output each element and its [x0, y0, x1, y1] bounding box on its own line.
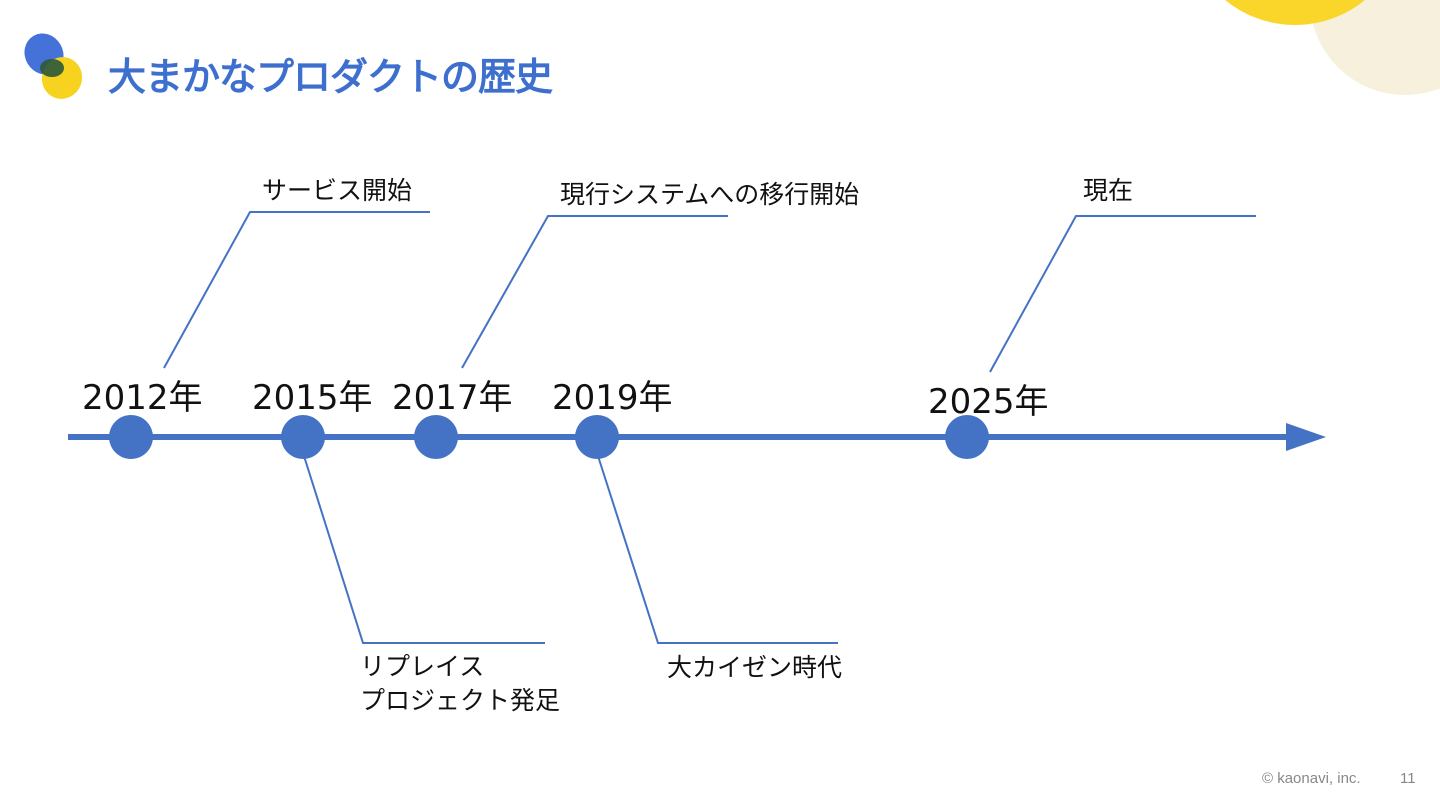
corner-yellow-circle	[1225, 0, 1365, 25]
year-label-2025: 2025年	[928, 382, 1049, 422]
milestone-dot-2019	[575, 415, 619, 459]
milestone-dot-2025	[945, 415, 989, 459]
milestone-dot-2012	[109, 415, 153, 459]
corner-cream-circle	[1310, 0, 1440, 95]
year-label-2012: 2012年	[82, 378, 203, 418]
event-label-2012: サービス開始	[262, 176, 413, 205]
leader-line-2025	[989, 215, 1256, 373]
year-label-2017: 2017年	[392, 378, 513, 418]
year-label-2019: 2019年	[552, 378, 673, 418]
page-number: 11	[1400, 770, 1416, 787]
event-label-2025: 現在	[1083, 176, 1134, 205]
leader-line-2017	[461, 215, 728, 369]
kaonavi-logo-icon	[24, 33, 83, 99]
leader-line-2019	[597, 455, 838, 644]
event-label-2019: 大カイゼン時代	[667, 653, 843, 682]
event-label-2017: 現行システムへの移行開始	[560, 180, 860, 209]
milestone-dot-2017	[414, 415, 458, 459]
leader-line-2012	[163, 211, 430, 369]
year-label-2015: 2015年	[252, 378, 373, 418]
milestone-dot-2015	[281, 415, 325, 459]
page-title: 大まかなプロダクトの歴史	[108, 55, 553, 99]
copyright-text: © kaonavi, inc.	[1262, 770, 1361, 787]
leader-line-2015	[303, 455, 545, 644]
timeline-arrowhead	[1286, 423, 1326, 451]
event-label-2015-line2: プロジェクト発足	[360, 686, 561, 715]
event-label-2015-line1: リプレイス	[360, 652, 485, 681]
